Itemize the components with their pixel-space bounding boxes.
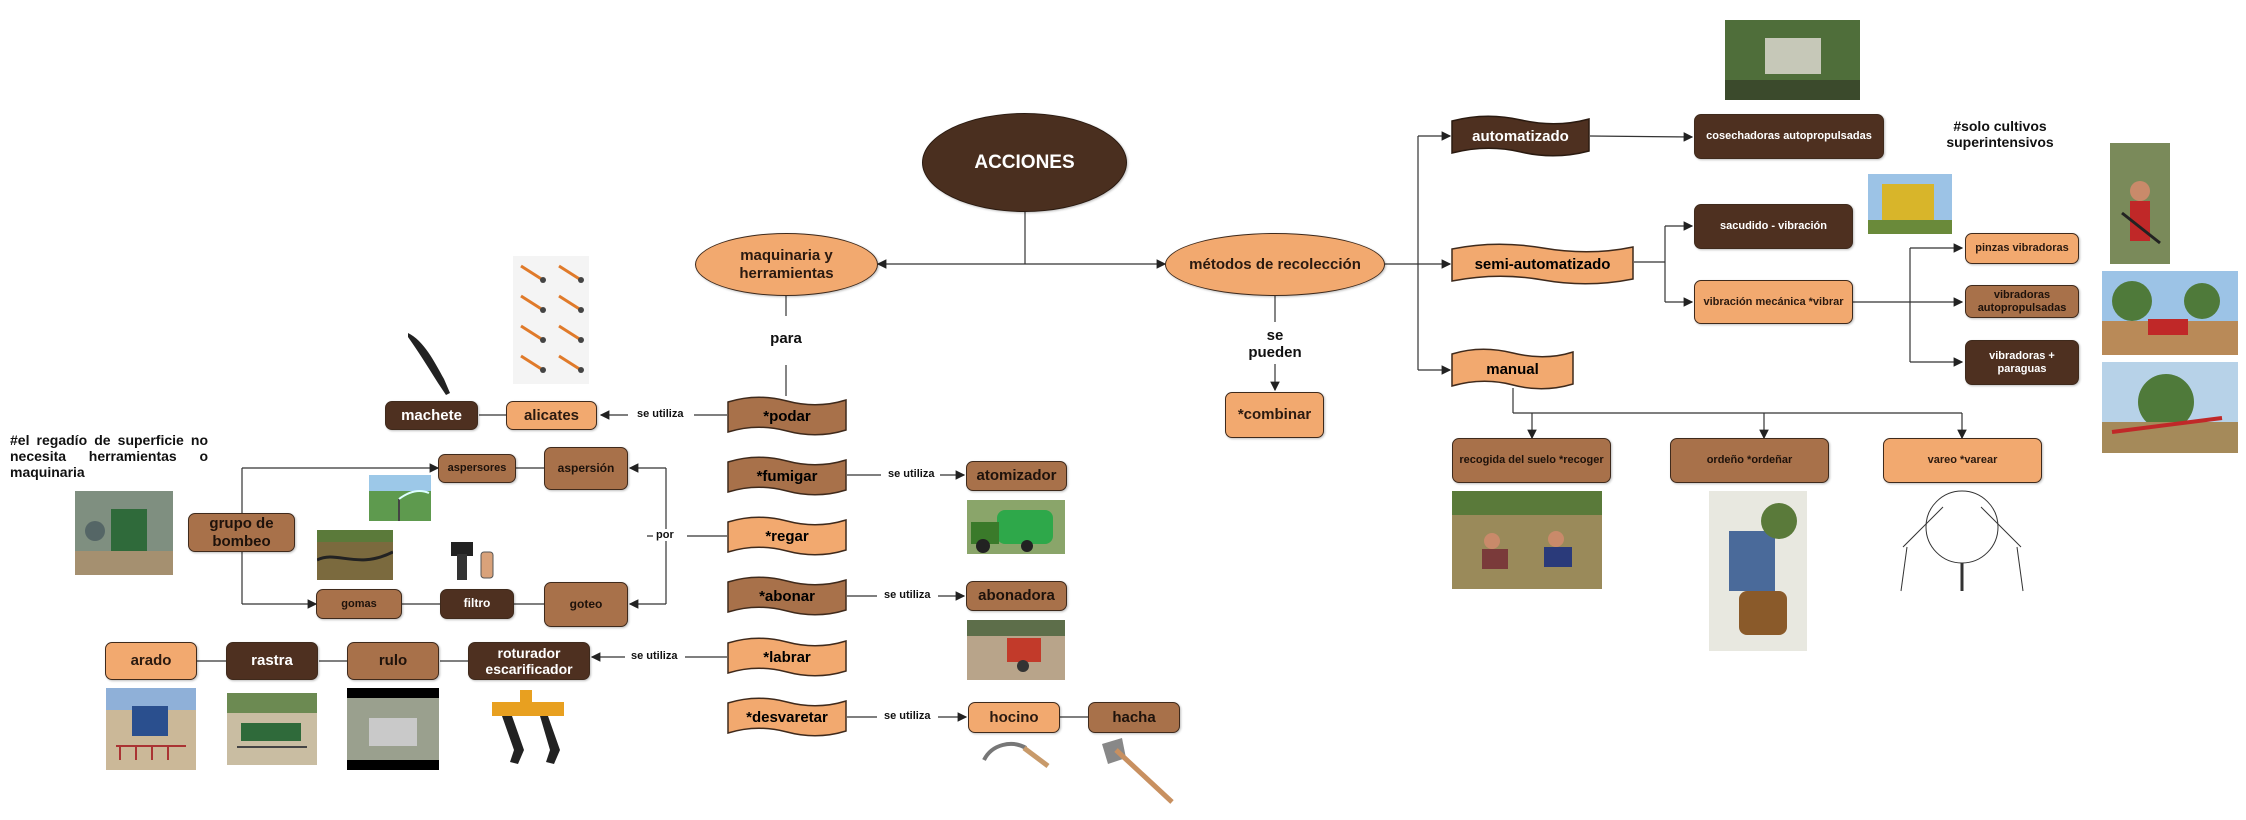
se-utiliza-label: se utiliza <box>634 408 687 420</box>
vibradoras-auto-node[interactable]: vibradoras autopropulsadas <box>1965 285 2079 318</box>
se-utiliza-label: se utiliza <box>881 589 934 601</box>
goteo-node[interactable]: goteo <box>544 582 628 627</box>
machete-node[interactable]: machete <box>385 401 478 430</box>
fumigar-label: *fumigar <box>756 467 818 485</box>
roturador-node[interactable]: roturador escarificador <box>468 642 590 680</box>
cosechadoras-node[interactable]: cosechadoras autopropulsadas <box>1694 114 1884 159</box>
regar-label: *regar <box>765 527 809 545</box>
vareo-drawing <box>1883 487 2041 597</box>
pinzas-photo <box>2110 143 2170 264</box>
metodos-node[interactable]: métodos de recolección <box>1165 233 1385 296</box>
manual-node[interactable]: manual <box>1451 347 1574 391</box>
vibracion-mecanica-node[interactable]: vibración mecánica *vibrar <box>1694 280 1853 324</box>
aspersion-node[interactable]: aspersión <box>544 447 628 490</box>
sprinkler-photo <box>369 475 431 521</box>
para-label: para <box>764 330 808 347</box>
gomas-node[interactable]: gomas <box>316 589 402 619</box>
desvaretar-label: *desvaretar <box>746 708 828 726</box>
hacha-icon <box>1102 738 1174 804</box>
ordeno-node[interactable]: ordeño *ordeñar <box>1670 438 1829 483</box>
arado-photo <box>106 688 196 770</box>
abonar-label: *abonar <box>759 587 815 605</box>
sacudido-photo <box>1868 174 1952 234</box>
atomizador-photo <box>967 500 1065 554</box>
atomizador-node[interactable]: atomizador <box>966 461 1067 491</box>
recogida-node[interactable]: recogida del suelo *recoger <box>1452 438 1611 483</box>
vibradoras-paraguas-photo <box>2102 362 2238 453</box>
manual-label: manual <box>1486 360 1539 378</box>
regar-node[interactable]: *regar <box>727 515 847 557</box>
podar-node[interactable]: *podar <box>727 395 847 437</box>
root-node[interactable]: ACCIONES <box>922 113 1127 212</box>
por-label: por <box>653 529 677 541</box>
rastra-photo <box>227 693 317 765</box>
fumigar-node[interactable]: *fumigar <box>727 455 847 497</box>
rastra-node[interactable]: rastra <box>226 642 318 680</box>
semi-automatizado-label: semi-automatizado <box>1474 255 1611 273</box>
se-utiliza-label: se utiliza <box>881 710 934 722</box>
podar-label: *podar <box>763 407 811 425</box>
abonadora-node[interactable]: abonadora <box>966 581 1067 611</box>
regadio-note: #el regadío de superficie no necesita he… <box>10 432 208 480</box>
recogida-photo <box>1452 491 1602 589</box>
sacudido-node[interactable]: sacudido - vibración <box>1694 204 1853 249</box>
filtro-node[interactable]: filtro <box>440 589 514 619</box>
alicates-node[interactable]: alicates <box>506 401 597 430</box>
se-utiliza-label: se utiliza <box>628 650 681 662</box>
labrar-node[interactable]: *labrar <box>727 636 847 678</box>
ordeno-photo <box>1709 491 1807 651</box>
hocino-node[interactable]: hocino <box>968 702 1060 733</box>
hacha-node[interactable]: hacha <box>1088 702 1180 733</box>
pinzas-node[interactable]: pinzas vibradoras <box>1965 233 2079 264</box>
se-pueden-label: se pueden <box>1244 327 1306 361</box>
automatizado-label: automatizado <box>1472 127 1569 145</box>
machete-icon <box>408 333 450 395</box>
cosechadora-photo <box>1725 20 1860 100</box>
desvaretar-node[interactable]: *desvaretar <box>727 696 847 738</box>
rulo-photo <box>347 688 439 770</box>
hocino-icon <box>982 742 1050 768</box>
aspersores-node[interactable]: aspersores <box>438 454 516 483</box>
hose-photo <box>317 530 393 580</box>
rulo-node[interactable]: rulo <box>347 642 439 680</box>
vibradoras-auto-photo <box>2102 271 2238 355</box>
semi-automatizado-node[interactable]: semi-automatizado <box>1451 242 1634 286</box>
grupo-bombeo-node[interactable]: grupo de bombeo <box>188 513 295 552</box>
pliers-icon <box>513 256 589 384</box>
pump-photo <box>75 491 173 575</box>
se-utiliza-label: se utiliza <box>885 468 938 480</box>
maquinaria-node[interactable]: maquinaria y herramientas <box>695 233 878 296</box>
vibradoras-paraguas-node[interactable]: vibradoras + paraguas <box>1965 340 2079 385</box>
vareo-node[interactable]: vareo *varear <box>1883 438 2042 483</box>
escarificador-icon <box>492 690 564 764</box>
abonadora-photo <box>967 620 1065 680</box>
automatizado-node[interactable]: automatizado <box>1451 114 1590 158</box>
arado-node[interactable]: arado <box>105 642 197 680</box>
superintensivos-note: #solo cultivos superintensivos <box>1946 118 2054 150</box>
filter-icon <box>451 542 494 580</box>
combinar-node[interactable]: *combinar <box>1225 392 1324 438</box>
labrar-label: *labrar <box>763 648 811 666</box>
abonar-node[interactable]: *abonar <box>727 575 847 617</box>
